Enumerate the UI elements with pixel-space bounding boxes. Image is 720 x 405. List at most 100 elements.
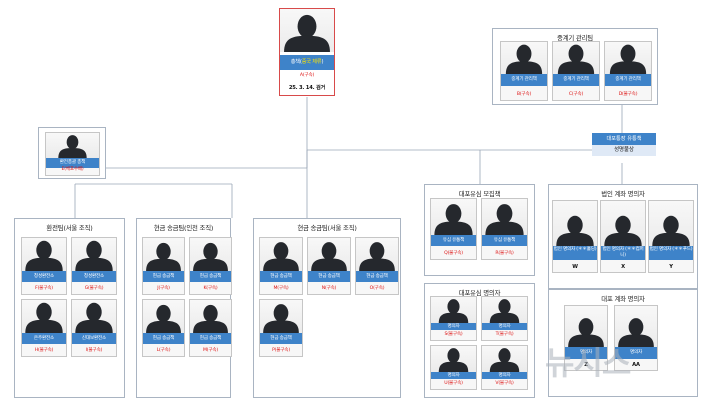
silhouette-icon bbox=[649, 201, 693, 246]
silhouette-icon bbox=[605, 42, 651, 74]
member-status: H(불구속) bbox=[34, 348, 54, 353]
member-status: S(불구속) bbox=[444, 332, 463, 337]
member-status: P(불구속) bbox=[272, 348, 290, 353]
member-role: 명의자 bbox=[431, 323, 476, 330]
silhouette-icon bbox=[553, 201, 597, 246]
silhouette-icon bbox=[72, 300, 116, 333]
relay-team-title: 중계기 관리팀 bbox=[557, 34, 593, 42]
silhouette-icon bbox=[260, 238, 302, 271]
boss-status: A(구속) bbox=[299, 73, 315, 78]
member-role: 현금 송금책 bbox=[143, 333, 184, 344]
member-status: W bbox=[572, 264, 578, 270]
member-card: 법인 명의자 (＊＊홀딩)W bbox=[552, 200, 598, 273]
member-role: 명의자 bbox=[615, 347, 657, 359]
member-card: 현금 송금책 P(불구속) bbox=[259, 299, 303, 357]
member-role: 법인 명의자 (＊＊컴퍼니) bbox=[601, 246, 645, 260]
member-role: 명의자 bbox=[482, 323, 527, 330]
member-status: R(불구속) bbox=[495, 251, 514, 256]
silhouette-icon bbox=[190, 238, 231, 271]
member-role: 중계기 관리책 bbox=[605, 74, 651, 86]
member-status: B(구속) bbox=[516, 92, 532, 97]
member-card: 현금 송금책 M(구속) bbox=[259, 237, 303, 295]
member-role: 청성환전소 bbox=[22, 271, 66, 282]
member-status: N(구속) bbox=[321, 286, 337, 291]
silhouette-icon bbox=[190, 300, 231, 333]
member-card: 명의자 AA bbox=[614, 305, 658, 371]
member-status: I(불구속) bbox=[85, 348, 103, 353]
silhouette-icon bbox=[22, 300, 66, 333]
silhouette-icon bbox=[553, 42, 599, 74]
silhouette-icon bbox=[143, 300, 184, 333]
member-card: 법인 명의자 (＊＊컴퍼니) X bbox=[600, 200, 646, 273]
member-role: 명의자 bbox=[565, 347, 607, 359]
member-status: AA bbox=[632, 362, 640, 368]
exchange-boss-card: 환전총괄 총책 E(체포수배) bbox=[45, 132, 100, 176]
member-status: M(구속) bbox=[202, 348, 218, 353]
member-card: 명의자 Z bbox=[564, 305, 608, 371]
silhouette-icon bbox=[260, 300, 302, 333]
silhouette-icon bbox=[565, 306, 607, 347]
silhouette-icon bbox=[308, 238, 350, 271]
member-status: C(구속) bbox=[568, 92, 584, 97]
team-title: 대포 계좌 명의자 bbox=[601, 295, 645, 303]
member-role: 법인 명의자 (＊＊푸드) bbox=[649, 246, 693, 260]
member-role: 은주환전소 bbox=[22, 333, 66, 344]
member-card: 명의자 T(불구속) bbox=[481, 296, 528, 341]
member-card: 은주환전소 H(불구속) bbox=[21, 299, 67, 357]
member-role: 유심 유통책 bbox=[482, 235, 527, 246]
member-card: 현금 송금책 M(구속) bbox=[189, 299, 232, 357]
member-role: 현금 송금책 bbox=[190, 271, 231, 282]
member-role: 현금 송금책 bbox=[260, 271, 302, 282]
bank-distributor-name: 성명불상 bbox=[592, 145, 656, 156]
team-title: 대포유심 명의자 bbox=[458, 289, 501, 297]
boss-note: 25. 3. 14. 검거 bbox=[288, 85, 326, 91]
member-status: X bbox=[621, 264, 625, 270]
member-card: 법인 명의자 (＊＊푸드)Y bbox=[648, 200, 694, 273]
boss-role: 총책(중국 체류) bbox=[280, 55, 334, 70]
silhouette-icon bbox=[431, 346, 476, 372]
silhouette-icon bbox=[501, 42, 547, 74]
silhouette-icon bbox=[431, 199, 476, 235]
exchange-boss-frame: 환전총괄 총책 E(체포수배) bbox=[38, 127, 106, 179]
member-role: 현금 송금책 bbox=[260, 333, 302, 344]
member-role: 현금 송금책 bbox=[190, 333, 231, 344]
silhouette-icon bbox=[46, 133, 99, 158]
silhouette-icon bbox=[482, 199, 527, 235]
member-role: 중계기 관리책 bbox=[501, 74, 547, 86]
team-title: 현금 송금팀(서울 조직) bbox=[297, 224, 357, 232]
silhouette-icon bbox=[615, 306, 657, 347]
member-role: 현금 송금책 bbox=[143, 271, 184, 282]
member-role: 명의자 bbox=[482, 372, 527, 379]
member-status: T(불구속) bbox=[495, 332, 514, 337]
member-status: M(구속) bbox=[273, 286, 289, 291]
member-card: 중계기 관리책 B(구속) bbox=[500, 41, 548, 101]
member-status: Z bbox=[584, 362, 588, 368]
exchange-boss-status: E(체포수배) bbox=[61, 167, 84, 172]
silhouette-icon bbox=[482, 346, 527, 372]
member-card: 현금 송금책 L(구속) bbox=[142, 299, 185, 357]
exchange-boss-role: 환전총괄 총책 bbox=[46, 158, 99, 168]
silhouette-icon bbox=[72, 238, 116, 271]
member-role: 유심 유통책 bbox=[431, 235, 476, 246]
member-status: L(구속) bbox=[156, 348, 171, 353]
silhouette-icon bbox=[431, 297, 476, 323]
bank-distributor-label: 대포통장 유통책 bbox=[592, 133, 656, 145]
member-card: 명의자 S(불구속) bbox=[430, 296, 477, 341]
member-role: 청성환전소 bbox=[72, 271, 116, 282]
